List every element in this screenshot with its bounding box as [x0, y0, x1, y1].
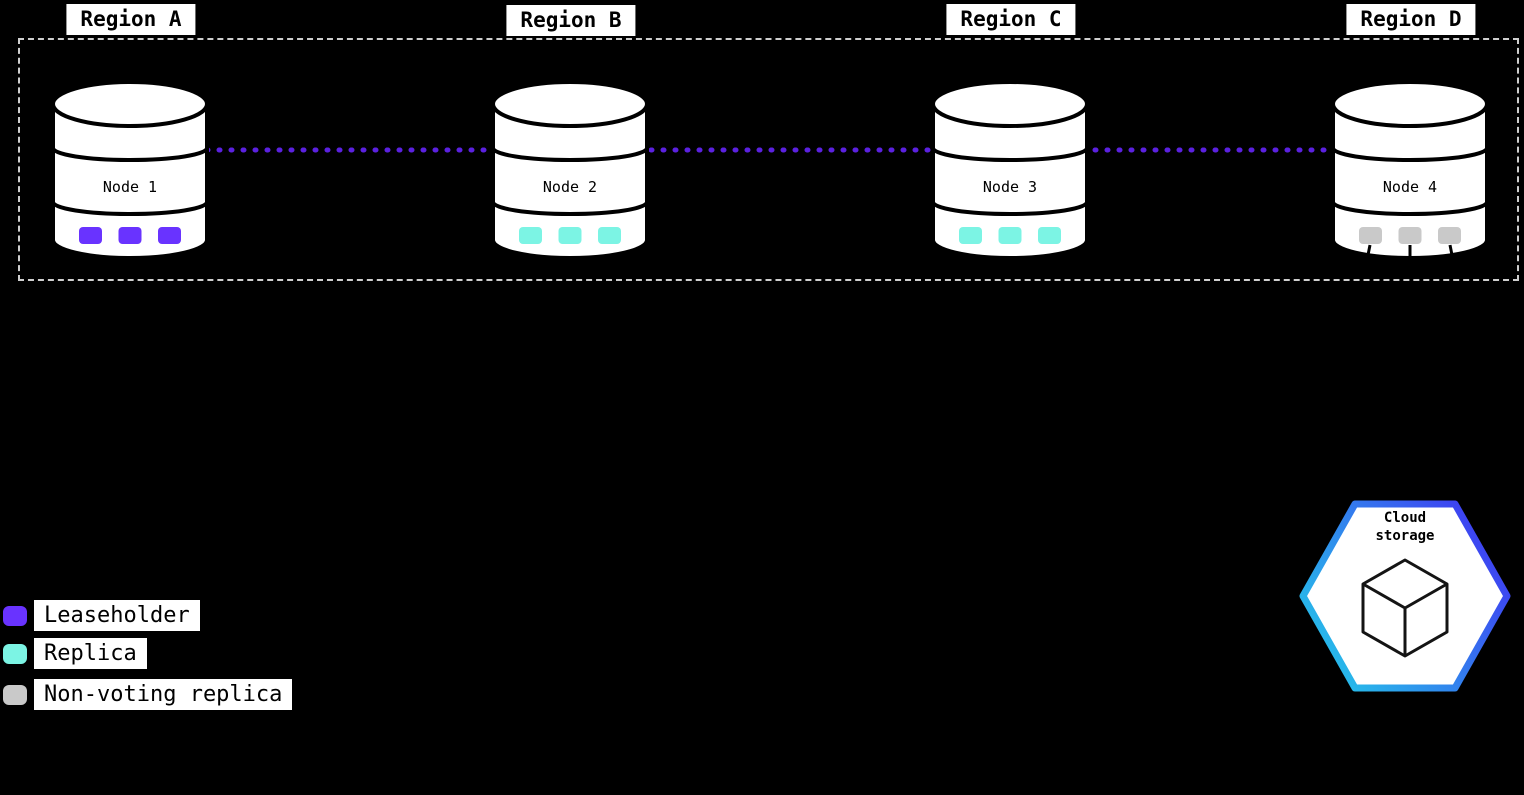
range-chip: [1038, 227, 1061, 244]
node-label: Node 3: [983, 178, 1037, 196]
cloud-storage: Cloud storage: [1297, 490, 1513, 702]
cloud-storage-label: Cloud storage: [1375, 510, 1435, 544]
region-label-a: Region A: [66, 4, 196, 36]
legend-label: Non-voting replica: [34, 679, 293, 711]
range-chip: [519, 227, 542, 244]
node-3: Node 3: [930, 80, 1090, 275]
legend-label: Leaseholder: [34, 600, 200, 632]
non-voting-replica-swatch-icon: [3, 684, 27, 705]
legend-item-leaseholder: Leaseholder: [2, 600, 200, 632]
legend-item-non-voting-replica: Non-voting replica: [2, 679, 293, 711]
legend-item-replica: Replica: [2, 638, 147, 670]
database-cylinder-icon: Node 1: [51, 80, 209, 260]
database-cylinder-icon: Node 2: [491, 80, 649, 260]
range-chip: [998, 227, 1022, 244]
database-cylinder-icon: Node 3: [931, 80, 1089, 260]
range-chip: [79, 227, 102, 244]
node-label: Node 1: [103, 178, 157, 196]
range-chip: [598, 227, 621, 244]
storage-link-line: [1363, 244, 1372, 271]
node-1: Node 1: [50, 80, 210, 275]
node-2: Node 2: [490, 80, 650, 275]
cluster-boundary: [18, 38, 1519, 281]
range-chip: [1398, 227, 1422, 244]
node-label: Node 2: [543, 178, 597, 196]
hexagon-outline: [1299, 500, 1511, 692]
database-cylinder-icon: Node 4: [1331, 80, 1489, 271]
range-chip: [158, 227, 181, 244]
legend-label: Replica: [34, 638, 147, 670]
replica-swatch-icon: [3, 643, 27, 664]
region-label-c: Region C: [946, 4, 1076, 36]
range-chip: [558, 227, 582, 244]
range-chip: [959, 227, 982, 244]
region-label-b: Region B: [506, 5, 636, 37]
range-chip: [1438, 227, 1461, 244]
node-4: Node 4: [1330, 80, 1490, 275]
cloud-storage-hexagon: [1299, 500, 1511, 692]
region-label-d: Region D: [1346, 4, 1476, 36]
cube-icon: [1361, 558, 1449, 658]
storage-link-line: [1448, 244, 1457, 271]
node-label: Node 4: [1383, 178, 1437, 196]
leaseholder-swatch-icon: [3, 605, 27, 626]
range-chip: [118, 227, 142, 244]
range-chip: [1359, 227, 1382, 244]
